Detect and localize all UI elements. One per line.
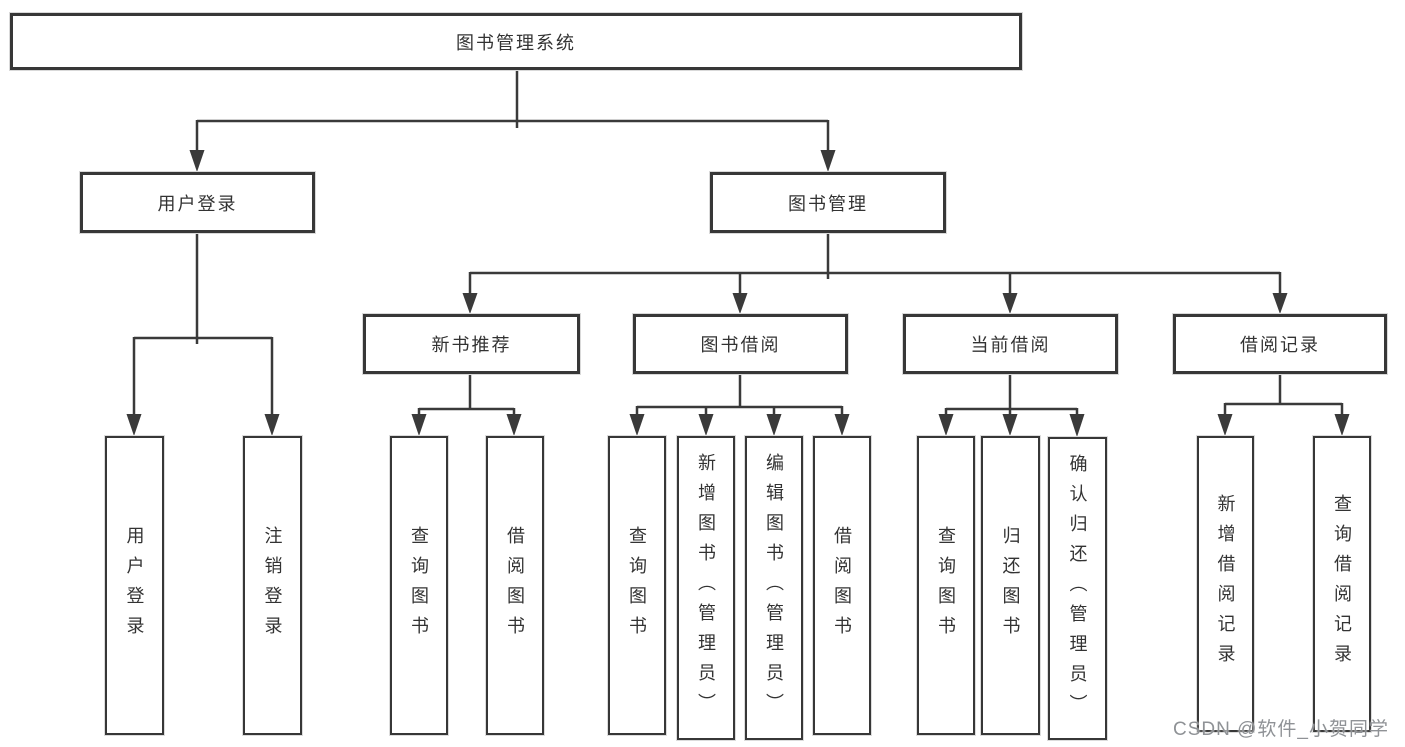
leaf-query-books-current: 查询图书: [917, 436, 975, 735]
arrow-down-icon: [462, 293, 478, 314]
csdn-watermark: CSDN @软件_小贺同学: [1173, 719, 1389, 740]
node-user-login: 用户登录: [80, 172, 315, 233]
arrow-down-icon: [766, 414, 782, 436]
arrow-down-icon: [820, 150, 836, 172]
node-label: 新书推荐: [431, 335, 512, 355]
connector-bookmgmt-to-level3: [468, 233, 1282, 298]
arrow-down-icon: [1272, 293, 1288, 314]
arrow-down-icon: [938, 414, 954, 436]
arrow-down-icon: [411, 414, 427, 436]
arrow-down-icon: [1069, 414, 1085, 437]
arrow-down-icon: [698, 414, 714, 436]
connector-root-to-level2: [195, 70, 830, 156]
node-book-borrow: 图书借阅: [633, 314, 848, 374]
node-label: 图书管理: [788, 193, 868, 214]
leaf-label: 查询图书: [409, 525, 429, 646]
node-root-system: 图书管理系统: [10, 13, 1022, 70]
leaf-label: 编辑图书（管理员）: [764, 453, 784, 723]
leaf-label: 新增图书（管理员）: [696, 453, 716, 723]
arrow-down-icon: [126, 414, 142, 436]
connector-currentborrow-to-leaves: [944, 375, 1079, 420]
node-label: 图书管理系统: [456, 32, 576, 53]
arrow-down-icon: [732, 293, 748, 314]
node-label: 用户登录: [157, 193, 238, 214]
node-label: 当前借阅: [970, 335, 1051, 355]
arrow-down-icon: [189, 150, 205, 172]
node-current-borrow: 当前借阅: [903, 314, 1118, 374]
leaf-label: 注销登录: [262, 525, 283, 646]
leaf-user-login: 用户登录: [105, 436, 164, 735]
leaf-borrow-books: 借阅图书: [813, 436, 871, 735]
leaf-label: 借阅图书: [505, 525, 525, 646]
leaf-query-borrow-record: 查询借阅记录: [1313, 436, 1371, 732]
leaf-add-book-admin: 新增图书（管理员）: [677, 436, 735, 740]
connector-bookborrow-to-leaves: [635, 375, 844, 420]
leaf-query-books-borrow: 查询图书: [608, 436, 666, 735]
arrow-down-icon: [1217, 414, 1233, 436]
connector-records-to-leaves: [1223, 375, 1344, 420]
leaf-label: 用户登录: [124, 525, 145, 646]
arrow-down-icon: [1002, 414, 1018, 436]
node-new-book-recommend: 新书推荐: [363, 314, 580, 374]
leaf-query-books-recommend: 查询图书: [390, 436, 448, 735]
arrow-down-icon: [264, 414, 280, 436]
node-borrow-records: 借阅记录: [1173, 314, 1387, 374]
leaf-edit-book-admin: 编辑图书（管理员）: [745, 436, 803, 740]
node-label: 图书借阅: [700, 335, 781, 355]
arrow-down-icon: [1002, 293, 1018, 314]
leaf-borrow-books-recommend: 借阅图书: [486, 436, 544, 735]
node-label: 借阅记录: [1240, 335, 1320, 355]
leaf-label: 查询图书: [627, 525, 647, 646]
arrow-down-icon: [506, 414, 522, 436]
leaf-return-book: 归还图书: [981, 436, 1040, 735]
leaf-confirm-return-admin: 确认归还（管理员）: [1048, 437, 1107, 740]
leaf-label: 查询借阅记录: [1332, 494, 1352, 674]
leaf-add-borrow-record: 新增借阅记录: [1197, 436, 1254, 732]
leaf-label: 借阅图书: [832, 525, 852, 646]
node-book-management: 图书管理: [710, 172, 946, 233]
leaf-label: 归还图书: [1000, 525, 1021, 646]
leaf-label: 确认归还（管理员）: [1067, 453, 1088, 724]
leaf-label: 新增借阅记录: [1215, 494, 1236, 674]
arrowheads: [126, 150, 1350, 437]
arrow-down-icon: [834, 414, 850, 436]
connector-newbook-to-leaves: [417, 375, 516, 420]
arrow-down-icon: [629, 414, 645, 436]
leaf-label: 查询图书: [936, 525, 956, 646]
leaf-logout: 注销登录: [243, 436, 302, 735]
arrow-down-icon: [1334, 414, 1350, 436]
connector-userlogin-to-leaves: [132, 233, 274, 420]
